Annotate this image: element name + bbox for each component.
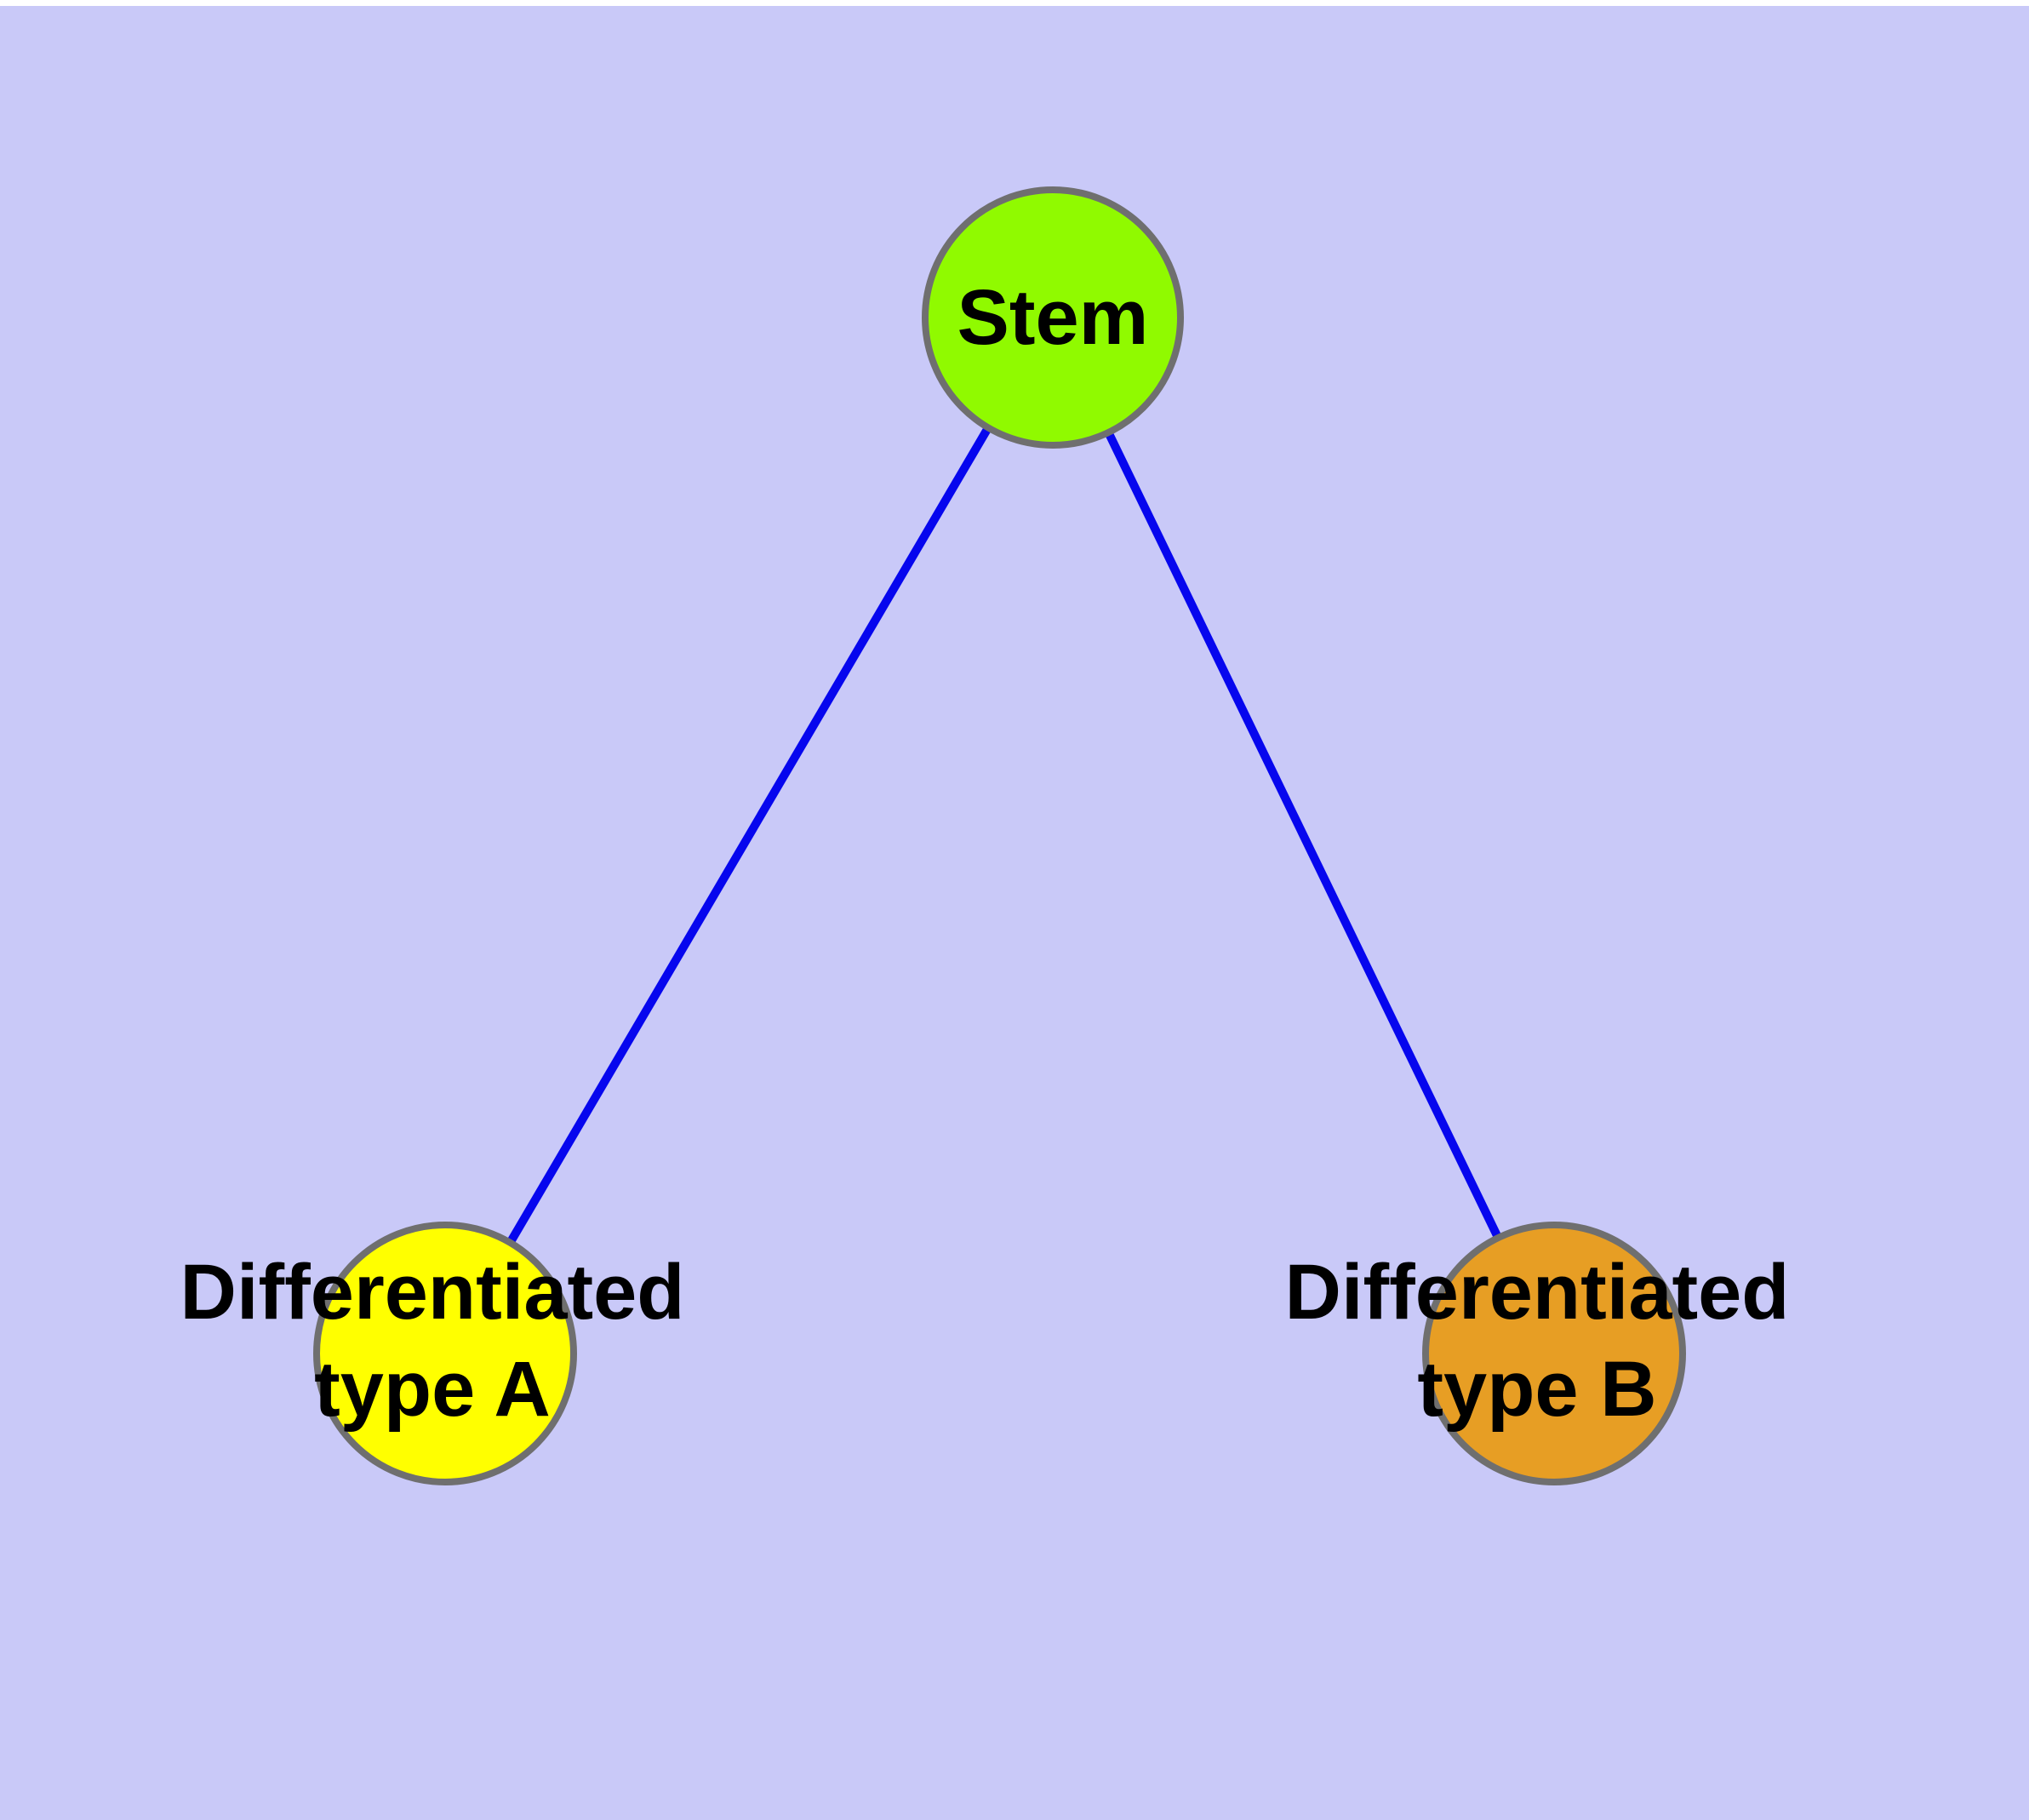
node-stem-label: Stem bbox=[957, 274, 1149, 361]
node-differentiated-type-b bbox=[1422, 1222, 1686, 1485]
node-type-b-label-line1: Differentiated bbox=[1285, 1249, 1790, 1336]
node-type-b-label-line2: type B bbox=[1417, 1346, 1656, 1433]
node-stem bbox=[922, 186, 1184, 449]
node-differentiated-type-a bbox=[313, 1222, 577, 1485]
node-type-a-label-line1: Differentiated bbox=[180, 1249, 685, 1336]
edge-stem-to-type-b bbox=[1049, 315, 1558, 1356]
edge-stem-to-type-a bbox=[441, 315, 1057, 1356]
node-type-a-label-line2: type A bbox=[314, 1346, 551, 1433]
top-white-strip bbox=[0, 0, 2029, 6]
